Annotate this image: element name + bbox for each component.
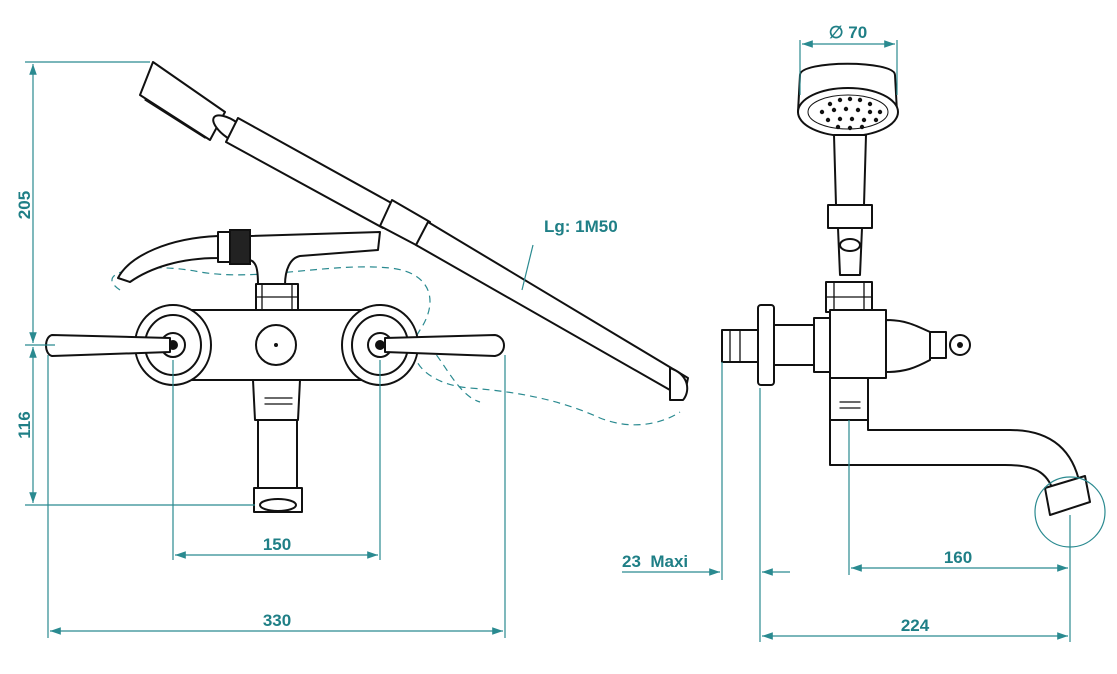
left-flange [134, 304, 212, 386]
wall-flange [757, 304, 775, 386]
side-view: ∅ 70 23 Maxi 160 224 [622, 23, 1106, 642]
front-dimensions [25, 61, 534, 638]
dim-projection: 23 Maxi [622, 552, 688, 571]
dim-centers: 150 [263, 535, 291, 554]
side-spout [829, 377, 1106, 548]
wall-outline [111, 266, 681, 426]
side-dimensions [622, 40, 1071, 642]
shower-head-face [797, 62, 899, 137]
bath-spout [252, 379, 303, 513]
dim-width: 330 [263, 611, 291, 630]
hose-length-label: Lg: 1M50 [544, 217, 618, 236]
diverter-outlet [117, 229, 381, 286]
hand-shower [139, 61, 689, 401]
dim-diameter: ∅ 70 [829, 23, 867, 42]
left-handle [45, 334, 171, 357]
dim-height-top: 205 [15, 191, 34, 219]
dim-height-bottom: 116 [15, 411, 34, 438]
side-mixer-body [829, 309, 887, 379]
dim-total: 224 [901, 616, 930, 635]
front-view: 205 116 150 330 Lg: 1M50 [15, 61, 689, 638]
dim-spout: 160 [944, 548, 972, 567]
right-handle [384, 334, 505, 357]
shower-handle [833, 134, 867, 206]
